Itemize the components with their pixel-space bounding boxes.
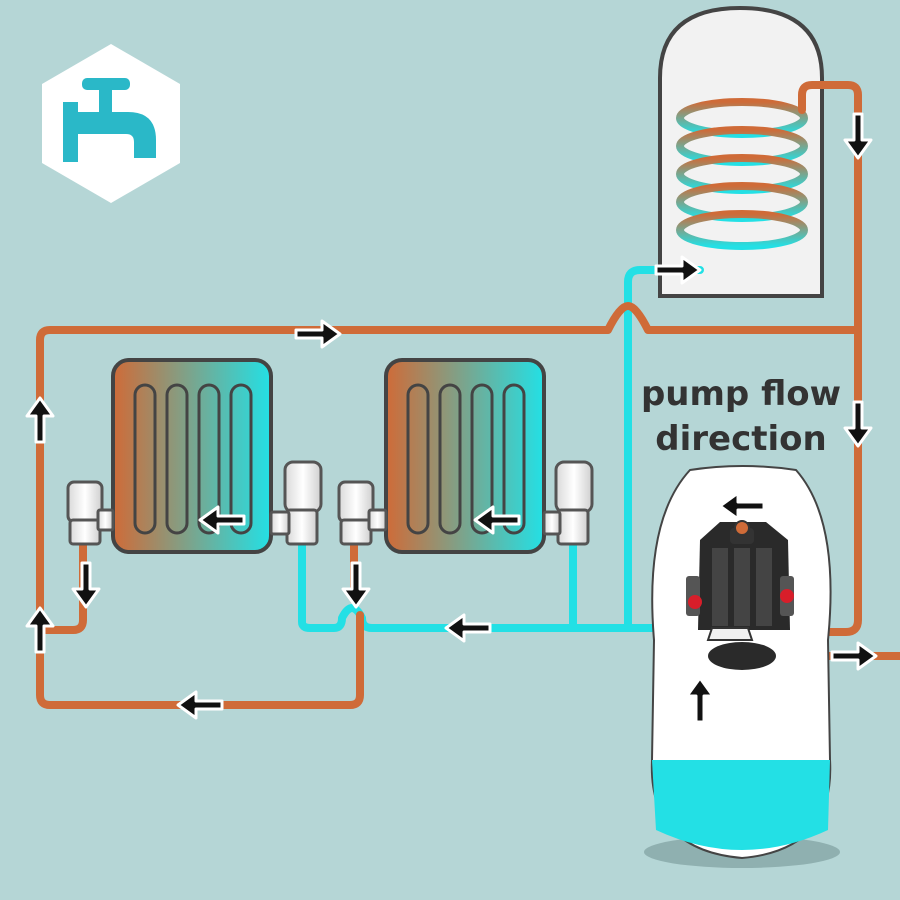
heating-coil [676, 98, 808, 250]
radiator-left [111, 358, 273, 554]
valve-right-inlet [337, 480, 388, 546]
valve-handle-right [780, 589, 794, 603]
valve-right-outlet [542, 460, 594, 546]
valve-handle-left [688, 595, 702, 609]
arrow-flow-top [294, 319, 342, 349]
arrow-valve1-down [71, 561, 101, 609]
water-tank [652, 760, 830, 850]
valve-left-inlet [66, 480, 115, 546]
arrow-left-up [25, 396, 55, 444]
pump-cap [734, 520, 750, 536]
label-line-1: pump flow [641, 374, 841, 414]
label-line-2: direction [655, 419, 826, 459]
hot-water-cylinder [658, 5, 824, 298]
pump-filter-cap [708, 642, 776, 670]
arrow-return-left [444, 613, 492, 643]
logo [42, 44, 180, 203]
power-flush-pump [644, 465, 840, 868]
arrow-right-down [843, 400, 873, 448]
pump-flow-label: pump flow direction [641, 374, 841, 459]
radiator-right [384, 358, 546, 554]
valve-left-outlet [269, 460, 323, 546]
arrow-valve2-down [341, 561, 371, 609]
arrow-bottom-left [176, 690, 224, 720]
arrow-cylinder-down [843, 112, 873, 160]
arrow-exit-right [830, 641, 878, 671]
tap-icon [63, 78, 156, 162]
